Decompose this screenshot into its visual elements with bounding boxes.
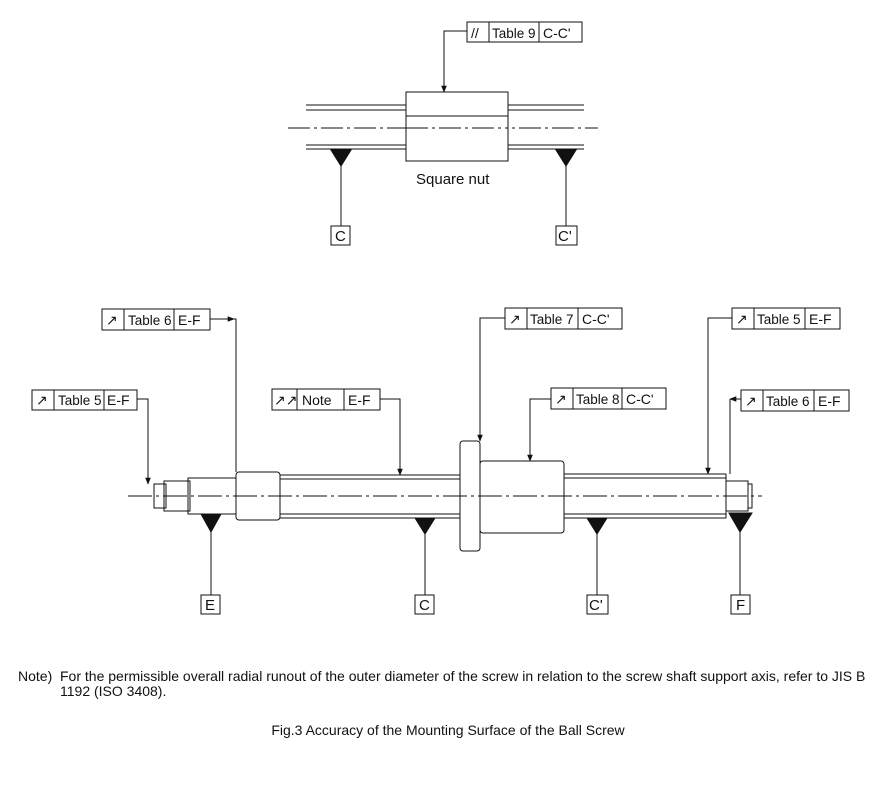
svg-text:Table 5: Table 5: [757, 312, 801, 327]
runout-icon: ↗: [106, 312, 118, 328]
datum-c: C: [419, 597, 430, 614]
svg-text:E-F: E-F: [178, 312, 201, 328]
datum-triangle-c: [414, 517, 436, 535]
datum-triangle-f: [728, 512, 753, 533]
datum-triangle-c-prime: [555, 149, 577, 167]
runout-icon: ↗: [36, 392, 48, 408]
parallelism-symbol: //: [471, 25, 479, 41]
svg-text:Table 8: Table 8: [576, 392, 620, 407]
svg-text:Table 6: Table 6: [128, 313, 172, 328]
runout-icon: ↗: [509, 311, 521, 327]
frame-table7: ↗ Table 7 C-C': [504, 307, 623, 330]
datum-f: F: [736, 597, 745, 614]
runout-icon: ↗: [745, 393, 757, 409]
svg-text:E-F: E-F: [107, 392, 130, 408]
datum-e: E: [205, 597, 215, 614]
svg-text:E-F: E-F: [348, 392, 371, 408]
nut-datum-c: C: [335, 228, 346, 245]
square-nut-diagram: [288, 30, 598, 246]
datum-triangle-c: [330, 149, 352, 167]
svg-text:C-C': C-C': [543, 25, 571, 41]
note-label: Note): [18, 668, 53, 684]
square-nut-label: Square nut: [416, 171, 490, 188]
note-text: For the permissible overall radial runou…: [60, 668, 866, 699]
datum-c-prime: C': [589, 597, 603, 614]
nut-datum-c-prime: C': [558, 228, 572, 245]
svg-text:Table 5: Table 5: [58, 393, 102, 408]
datum-triangle-c-prime: [586, 517, 608, 535]
frame-table5-left: ↗ Table 5 E-F: [31, 389, 138, 411]
svg-text:C-C': C-C': [626, 391, 654, 407]
svg-text:E-F: E-F: [818, 393, 841, 409]
frame-note: ↗↗ Note E-F: [271, 388, 381, 411]
runout-icon: ↗: [555, 391, 567, 407]
frame-table5-right: ↗ Table 5 E-F: [731, 307, 841, 330]
svg-text:E-F: E-F: [809, 311, 832, 327]
nut-tolerance-frame: // Table 9 C-C': [466, 21, 583, 43]
svg-text:Table 7: Table 7: [530, 312, 574, 327]
total-runout-icon: ↗↗: [274, 392, 297, 408]
ball-nut-body: [479, 460, 565, 534]
frame-table6-left: ↗ Table 6 E-F: [101, 308, 211, 331]
screw-shaft-diagram: [128, 316, 762, 615]
svg-text:C-C': C-C': [582, 311, 610, 327]
figure-caption: Fig.3 Accuracy of the Mounting Surface o…: [271, 722, 625, 738]
frame-table6-right: ↗ Table 6 E-F: [740, 389, 850, 412]
datum-triangle-e: [200, 513, 222, 534]
svg-text:Table 9: Table 9: [492, 26, 536, 41]
svg-text:Table 6: Table 6: [766, 394, 810, 409]
runout-icon: ↗: [736, 311, 748, 327]
square-nut-body: [405, 91, 509, 162]
svg-text:Note: Note: [302, 392, 332, 408]
frame-table8: ↗ Table 8 C-C': [550, 387, 667, 410]
